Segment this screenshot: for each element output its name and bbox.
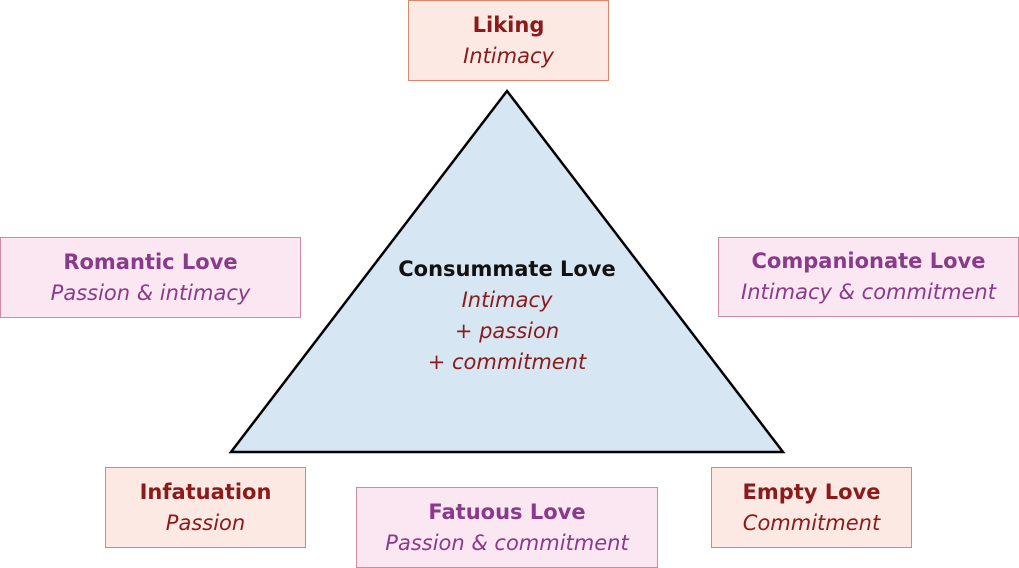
infatuation-subtitle: Passion	[165, 510, 246, 535]
infatuation-box: Infatuation Passion	[105, 467, 306, 548]
consummate-love-label: Consummate Love Intimacy + passion + com…	[362, 254, 652, 378]
companionate-love-subtitle: Intimacy & commitment	[741, 280, 996, 304]
consummate-love-line-3: + commitment	[427, 350, 587, 374]
triangle-shape	[228, 88, 786, 454]
liking-subtitle: Intimacy	[463, 43, 554, 68]
empty-love-subtitle: Commitment	[742, 510, 881, 535]
liking-title: Liking	[472, 12, 545, 37]
empty-love-box: Empty Love Commitment	[711, 467, 912, 548]
consummate-love-line-1: Intimacy	[461, 288, 553, 312]
fatuous-love-title: Fatuous Love	[428, 499, 586, 524]
consummate-love-line-2: + passion	[454, 319, 560, 343]
romantic-love-title: Romantic Love	[63, 249, 238, 274]
romantic-love-box: Romantic Love Passion & intimacy	[0, 237, 301, 318]
fatuous-love-box: Fatuous Love Passion & commitment	[356, 487, 658, 568]
infatuation-title: Infatuation	[139, 479, 272, 504]
companionate-love-box: Companionate Love Intimacy & commitment	[718, 237, 1019, 317]
romantic-love-subtitle: Passion & intimacy	[50, 280, 251, 305]
empty-love-title: Empty Love	[742, 479, 881, 504]
consummate-love-title: Consummate Love	[398, 257, 616, 281]
liking-box: Liking Intimacy	[408, 0, 609, 81]
fatuous-love-subtitle: Passion & commitment	[385, 530, 629, 555]
companionate-love-title: Companionate Love	[751, 249, 986, 273]
